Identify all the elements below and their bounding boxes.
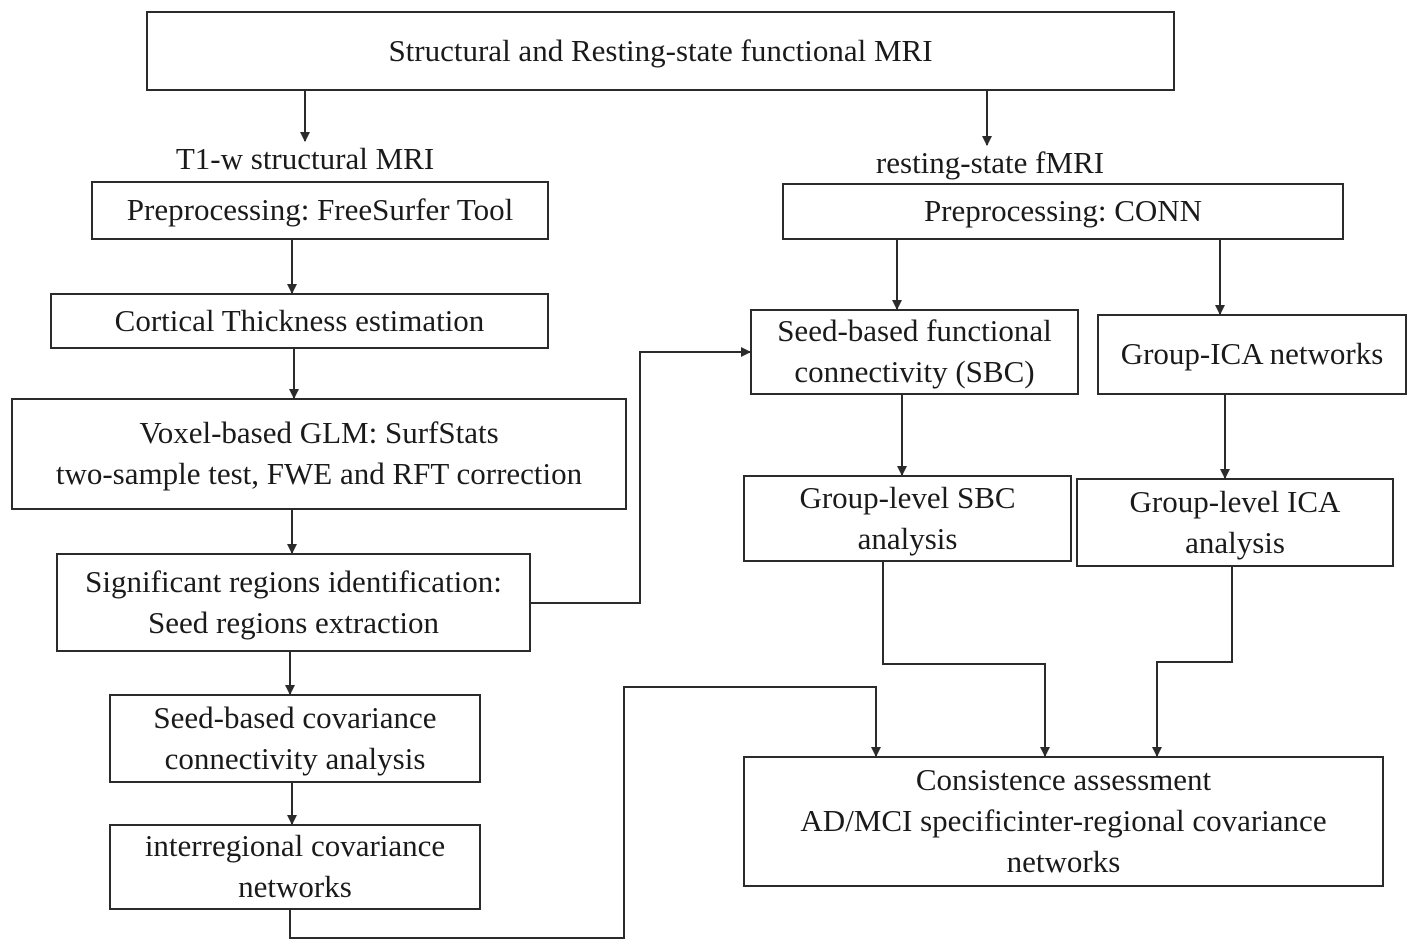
interregional-networks-box: interregional covariance networks <box>109 824 481 910</box>
fmri-label-text-line: resting-state fMRI <box>875 145 1105 180</box>
group-level-ica-box: Group-level ICA analysis <box>1076 478 1394 567</box>
seed-covariance-box: Seed-based covariance connectivity analys… <box>109 694 481 783</box>
mri-input-box: Structural and Resting-state functional … <box>146 11 1175 91</box>
group-ica-text-line: Group-ICA networks <box>1120 336 1384 372</box>
significant-text-line: Seed regions extraction <box>148 604 439 640</box>
group-ica-analysis-text-line: analysis <box>1185 524 1285 560</box>
group-ica-networks-box: Group-ICA networks <box>1097 314 1407 395</box>
significant-text-line: Significant regions identification: <box>85 563 502 599</box>
arrow-groupsbc-to-consistence <box>882 562 1050 757</box>
significant-regions-box: Significant regions identification: Seed … <box>56 553 531 652</box>
t1-structural-label: T1-w structural MRI <box>120 141 490 177</box>
group-sbc-text-line: analysis <box>857 520 958 556</box>
freesurfer-text-line: Preprocessing: FreeSurfer Tool <box>126 192 514 228</box>
interregional-text-line: interregional covariance <box>144 828 446 864</box>
preprocessing-freesurfer-box: Preprocessing: FreeSurfer Tool <box>91 181 549 240</box>
group-level-sbc-box: Group-level SBC analysis <box>743 475 1072 562</box>
arrow-interregional-to-consistence <box>289 686 881 939</box>
consistence-text-line: Consistence assessment <box>915 762 1212 798</box>
interregional-text-line: networks <box>238 869 352 904</box>
arrow-significant-to-sbc <box>530 347 751 604</box>
voxel-glm-box: Voxel-based GLM: SurfStats two-sample tes… <box>11 398 627 510</box>
t1-label-text-line: T1-w structural MRI <box>175 141 435 176</box>
preprocessing-conn-box: Preprocessing: CONN <box>782 183 1344 240</box>
conn-text-line: Preprocessing: CONN <box>923 193 1203 229</box>
glm-text-line: Voxel-based GLM: SurfStats <box>139 415 499 451</box>
glm-text-line: two-sample test, FWE and RFT correction <box>55 456 583 491</box>
consistence-text-line: AD/MCI specificinter-regional covariance <box>800 803 1327 839</box>
cortical-text-line: Cortical Thickness estimation <box>114 302 485 338</box>
group-sbc-text-line: Group-level SBC <box>799 479 1016 515</box>
sbc-text-line: Seed-based functional <box>777 313 1052 349</box>
seed-based-fc-box: Seed-based functional connectivity (SBC) <box>750 309 1079 395</box>
resting-state-fmri-label: resting-state fMRI <box>820 145 1160 181</box>
cortical-thickness-box: Cortical Thickness estimation <box>50 293 549 349</box>
mri-text-line: Structural and Resting-state functional … <box>388 32 933 68</box>
sbc-text-line: connectivity (SBC) <box>794 354 1035 389</box>
arrow-groupicaanalysis-to-consistence <box>1152 567 1233 757</box>
seed-cov-text-line: Seed-based covariance <box>153 699 437 735</box>
consistence-text-line: networks <box>1006 843 1121 879</box>
seed-cov-text-line: connectivity analysis <box>164 740 426 776</box>
group-ica-analysis-text-line: Group-level ICA <box>1129 483 1341 519</box>
